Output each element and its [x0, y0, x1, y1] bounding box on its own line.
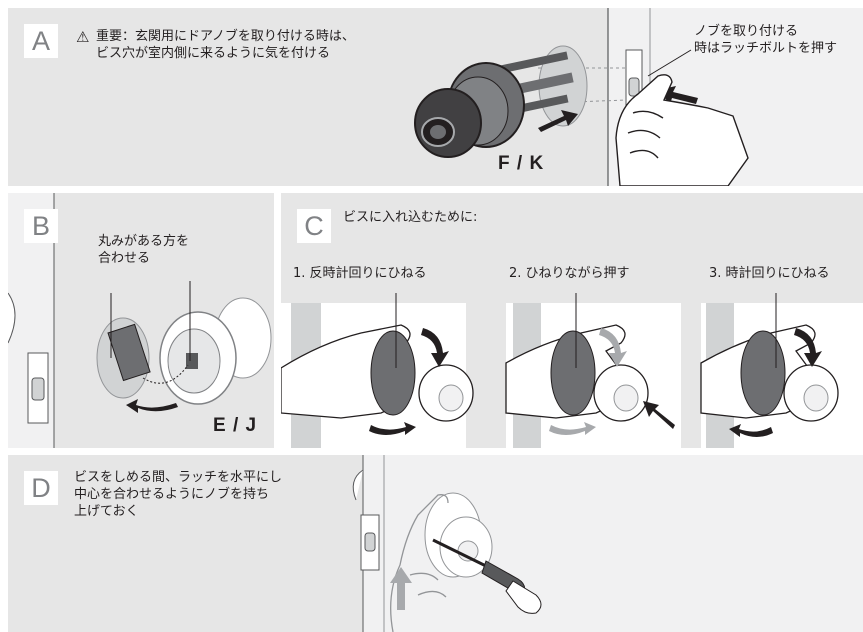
step3-illustration	[700, 293, 863, 448]
push-arrow-icon	[538, 110, 578, 132]
screwdriver-illustration	[432, 538, 542, 614]
panel-d-line1: ビスをしめる間、ラッチを水平にし	[74, 470, 283, 485]
panel-c-heading: ビスに入れ込むために:	[343, 210, 478, 225]
panel-c-step-1: 1. 反時計回りにひねる	[293, 266, 427, 281]
panel-d: D ビスをしめる間、ラッチを水平にし 中心を合わせるようにノブを持ち 上げておく	[8, 455, 863, 632]
panel-d-line2: 中心を合わせるようにノブを持ち	[74, 487, 270, 502]
panel-d-line3: 上げておく	[74, 504, 139, 519]
panel-a-warning-line1: 重要：玄関用にドアノブを取り付ける時は、	[96, 29, 355, 44]
step2-illustration	[505, 293, 681, 448]
panel-a-note-line1: ノブを取り付ける	[694, 24, 799, 39]
panel-a-letter: A	[24, 24, 58, 58]
panel-a-warning-line2: ビス穴が室内側に来るように気を付ける	[96, 46, 331, 61]
spindle-bars	[498, 51, 574, 114]
panel-a-note-line2: 時はラッチボルトを押す	[694, 41, 838, 56]
panel-c-step-3: 3. 時計回りにひねる	[709, 266, 830, 281]
door-knob-illustration	[159, 297, 272, 405]
panel-b-caption-line1: 丸みがある方を	[98, 234, 190, 249]
hand-illustration	[390, 494, 449, 632]
panel-d-illustration	[8, 455, 863, 632]
hand-illustration	[615, 74, 749, 186]
panel-a: A ⚠ 重要：玄関用にドアノブを取り付ける時は、 ビス穴が室内側に来るように気を…	[8, 8, 863, 186]
panel-a-part-code: F / K	[498, 153, 545, 174]
rotate-arrow-icon	[421, 328, 449, 367]
panel-b: B 丸みがある方を 合わせる E / J	[8, 193, 274, 448]
panel-b-letter: B	[24, 209, 58, 243]
panel-a-illustration	[414, 8, 863, 186]
latch-assembly	[107, 323, 151, 382]
door-knob-illustration	[414, 62, 525, 158]
panel-b-illustration	[8, 193, 272, 448]
panel-c-step-2: 2. ひねりながら押す	[509, 266, 630, 281]
warning-icon: ⚠	[76, 28, 90, 46]
panel-c-letter: C	[297, 209, 331, 243]
panel-c-illustration	[281, 293, 863, 448]
up-arrow-icon	[390, 567, 412, 610]
push-arrow-icon	[643, 401, 675, 429]
panel-b-part-code: E / J	[213, 415, 258, 436]
panel-c: C ビスに入れ込むために: 1. 反時計回りにひねる 2. ひねりながら押す 3…	[281, 193, 863, 448]
panel-d-letter: D	[24, 471, 58, 505]
rotate-arrow-icon	[126, 399, 178, 413]
step1-illustration	[281, 293, 474, 448]
panel-b-caption-line2: 合わせる	[98, 251, 151, 266]
